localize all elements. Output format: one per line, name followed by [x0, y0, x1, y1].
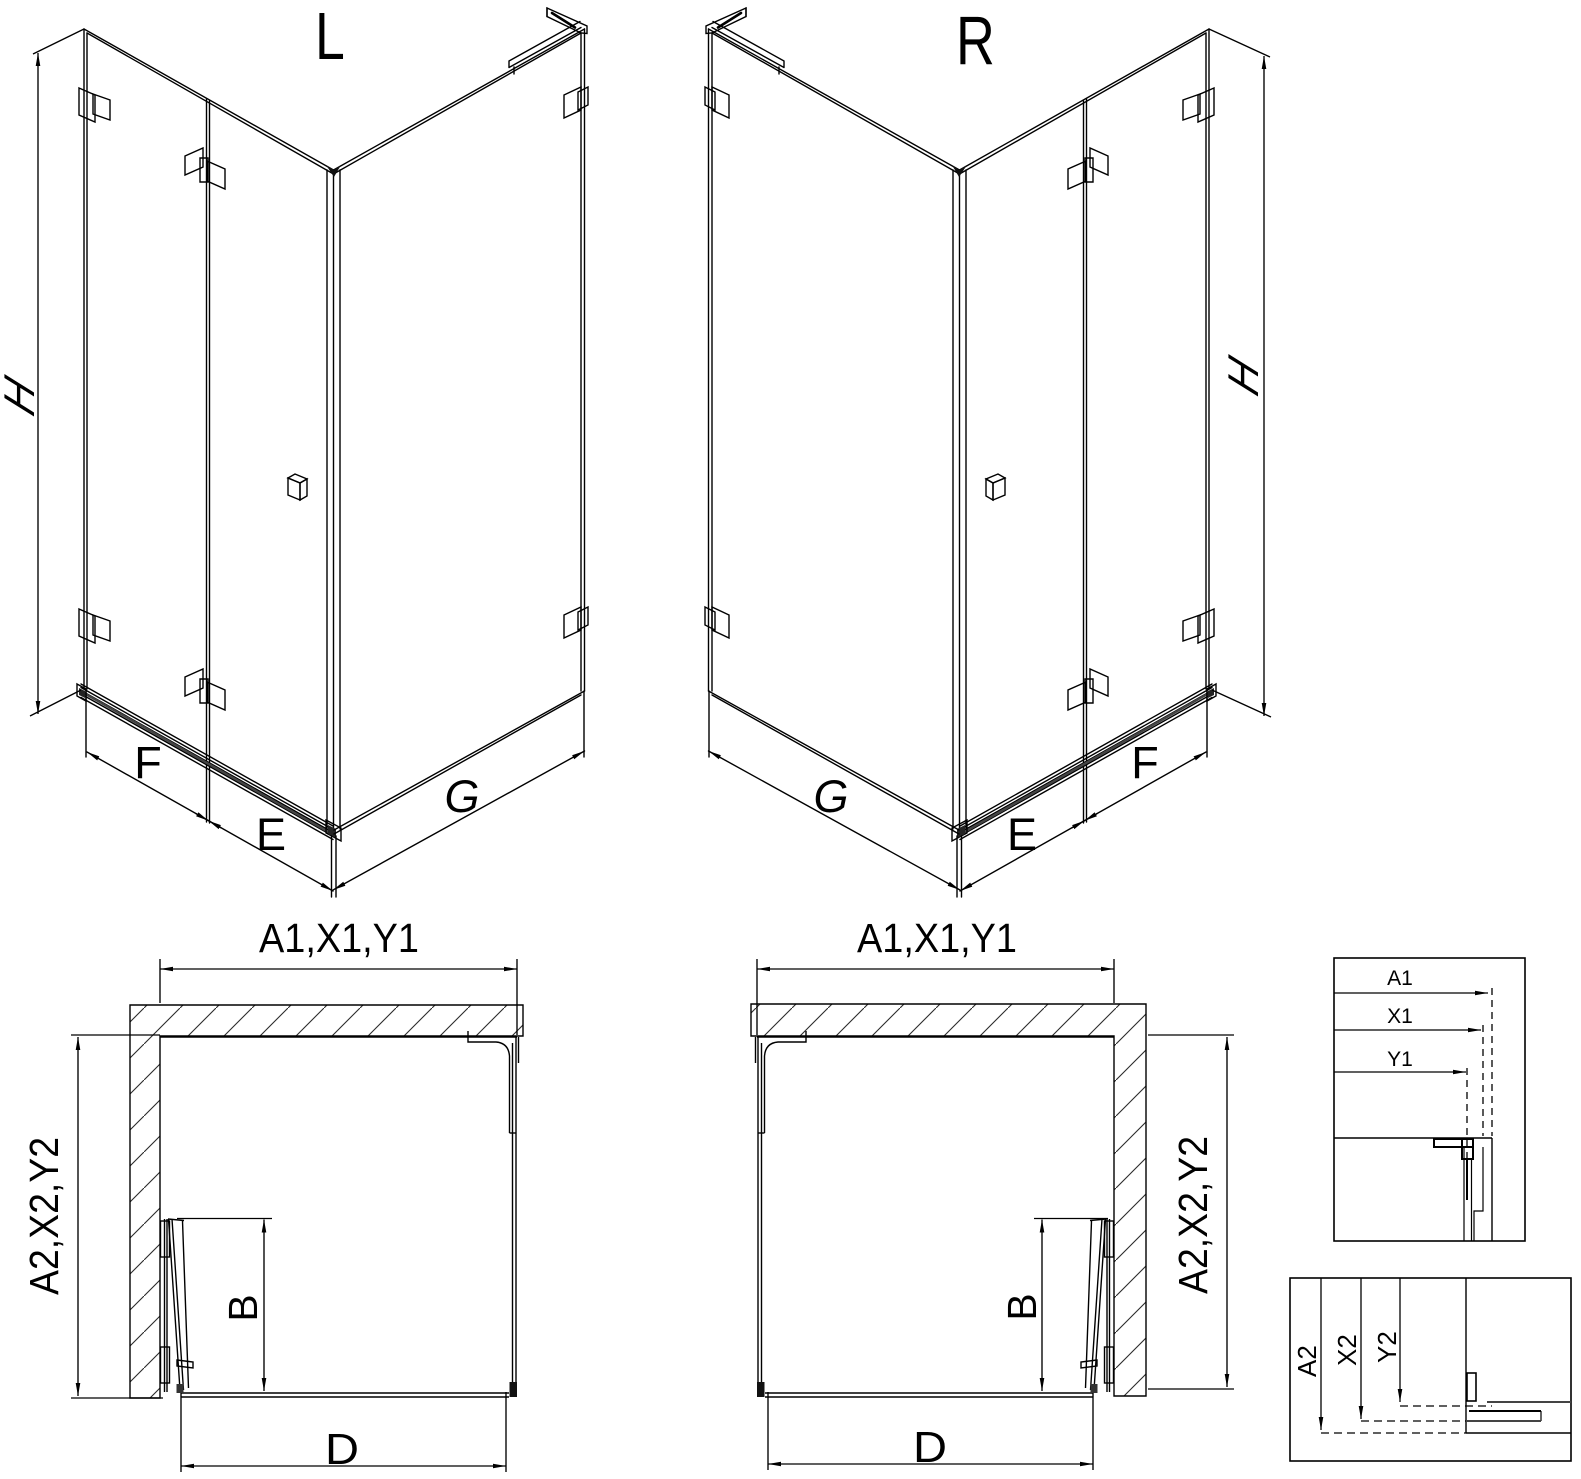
- svg-text:E: E: [256, 809, 286, 860]
- svg-text:A2: A2: [1292, 1345, 1322, 1377]
- svg-text:A2,X2,Y2: A2,X2,Y2: [21, 1137, 67, 1295]
- svg-text:A2,X2,Y2: A2,X2,Y2: [1170, 1136, 1216, 1294]
- svg-text:X2: X2: [1332, 1334, 1362, 1366]
- svg-text:F: F: [134, 737, 162, 788]
- svg-text:G: G: [444, 771, 479, 822]
- svg-text:G: G: [813, 771, 848, 822]
- svg-text:A1,X1,Y1: A1,X1,Y1: [857, 915, 1017, 961]
- svg-text:Y2: Y2: [1372, 1331, 1402, 1363]
- svg-text:D: D: [913, 1423, 947, 1472]
- svg-text:X1: X1: [1387, 1005, 1413, 1028]
- svg-text:B: B: [999, 1293, 1045, 1320]
- svg-text:F: F: [1131, 737, 1159, 788]
- svg-text:R: R: [956, 3, 995, 80]
- svg-text:Y1: Y1: [1387, 1048, 1413, 1071]
- svg-text:D: D: [325, 1425, 359, 1474]
- svg-text:L: L: [315, 0, 345, 73]
- svg-text:B: B: [220, 1294, 266, 1321]
- svg-text:E: E: [1007, 809, 1037, 860]
- svg-text:A1: A1: [1387, 967, 1413, 990]
- svg-text:A1,X1,Y1: A1,X1,Y1: [259, 915, 419, 961]
